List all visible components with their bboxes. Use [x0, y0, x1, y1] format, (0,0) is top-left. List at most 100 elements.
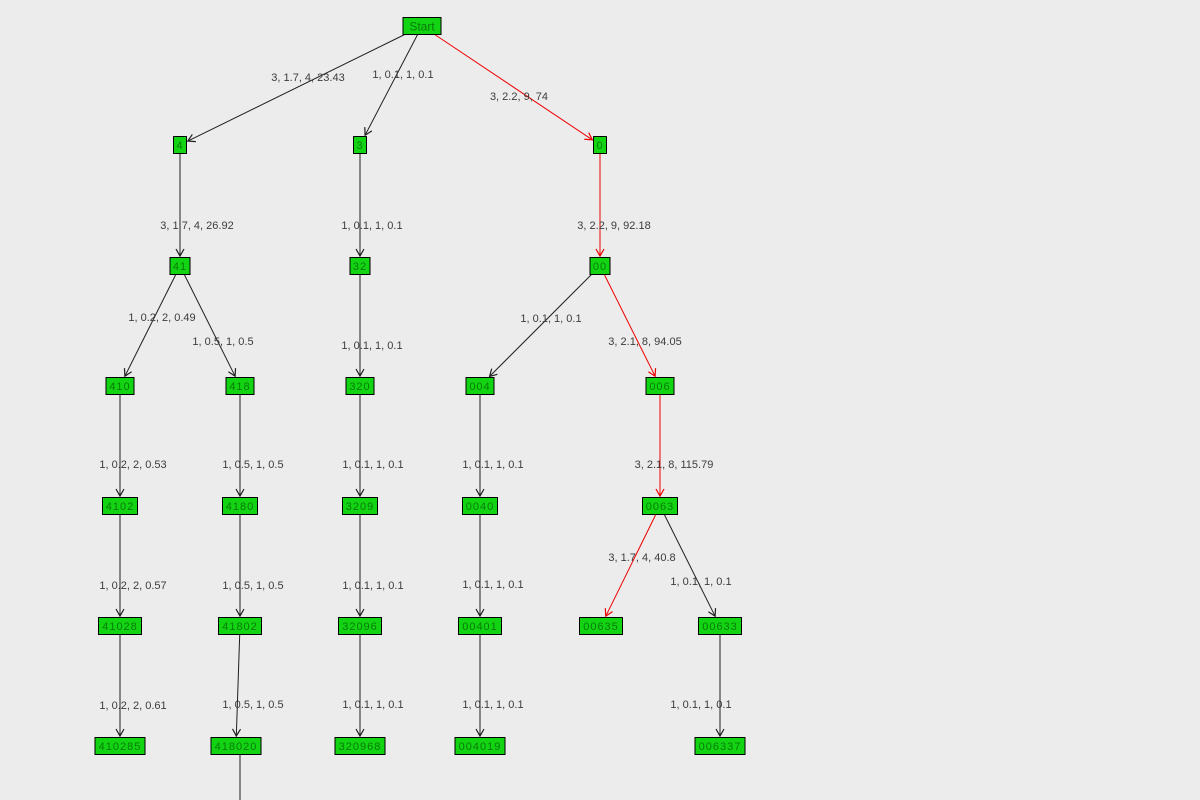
- tree-node-label: 004: [469, 381, 490, 393]
- tree-edge-Start-3: [364, 34, 419, 137]
- edge-label-418-4180: 1, 0.5, 1, 0.5: [222, 459, 283, 471]
- tree-node-label: 0040: [466, 501, 494, 513]
- tree-node-label: 00633: [702, 621, 738, 633]
- tree-node-box[interactable]: [645, 377, 675, 395]
- tree-edge-41-410: [123, 274, 177, 378]
- tree-node-4102[interactable]: 4102: [102, 497, 138, 515]
- tree-edge-0063-00635: [604, 514, 657, 618]
- tree-node-004[interactable]: 004: [465, 377, 495, 395]
- tree-node-41028[interactable]: 41028: [98, 617, 142, 635]
- tree-node-320968[interactable]: 320968: [334, 737, 386, 755]
- tree-node-410285[interactable]: 410285: [94, 737, 146, 755]
- tree-edge-0063-00633: [663, 514, 717, 618]
- tree-node-label: 006: [649, 381, 670, 393]
- tree-node-box[interactable]: [225, 377, 255, 395]
- tree-node-label: 418: [229, 381, 250, 393]
- tree-node-410[interactable]: 410: [105, 377, 135, 395]
- tree-node-box[interactable]: [349, 257, 371, 275]
- tree-node-box[interactable]: [465, 377, 495, 395]
- tree-node-00[interactable]: 00: [589, 257, 611, 275]
- tree-node-box[interactable]: [353, 136, 367, 154]
- edge-label-00-006: 3, 2.1, 8, 94.05: [608, 336, 681, 348]
- tree-node-box[interactable]: [579, 617, 623, 635]
- tree-edge-41802-418020: [232, 634, 242, 738]
- edge-label-00401-004019: 1, 0.1, 1, 0.1: [462, 699, 523, 711]
- tree-node-00635[interactable]: 00635: [579, 617, 623, 635]
- tree-node-box[interactable]: [458, 617, 502, 635]
- tree-node-0[interactable]: 0: [593, 136, 607, 154]
- edge-label-41-410: 1, 0.2, 2, 0.49: [128, 312, 195, 324]
- tree-node-box[interactable]: [402, 17, 442, 35]
- tree-node-0063[interactable]: 0063: [642, 497, 678, 515]
- tree-node-box[interactable]: [462, 497, 498, 515]
- tree-node-41[interactable]: 41: [169, 257, 191, 275]
- tree-node-label: 0: [596, 140, 603, 152]
- tree-node-32096[interactable]: 32096: [338, 617, 382, 635]
- tree-node-box[interactable]: [218, 617, 262, 635]
- tree-node-label: 41802: [222, 621, 258, 633]
- edge-label-00-004: 1, 0.1, 1, 0.1: [520, 313, 581, 325]
- tree-node-00401[interactable]: 00401: [458, 617, 502, 635]
- tree-node-box[interactable]: [345, 377, 375, 395]
- tree-node-32[interactable]: 32: [349, 257, 371, 275]
- tree-node-320[interactable]: 320: [345, 377, 375, 395]
- tree-node-label: 410: [109, 381, 130, 393]
- edge-label-41-418: 1, 0.5, 1, 0.5: [192, 336, 253, 348]
- edge-label-41802-418020: 1, 0.5, 1, 0.5: [222, 699, 283, 711]
- edge-label-320-3209: 1, 0.1, 1, 0.1: [342, 459, 403, 471]
- tree-node-label: 006337: [699, 741, 742, 753]
- tree-node-41802[interactable]: 41802: [218, 617, 262, 635]
- tree-node-box[interactable]: [169, 257, 191, 275]
- tree-node-label: 320968: [339, 741, 382, 753]
- tree-node-4180[interactable]: 4180: [222, 497, 258, 515]
- tree-node-box[interactable]: [589, 257, 611, 275]
- tree-node-box[interactable]: [173, 136, 187, 154]
- tree-node-box[interactable]: [698, 617, 742, 635]
- node-layer: Start 4 3 0 41 32 00 410 418 320 004 006 4102 4180 320…: [94, 17, 746, 755]
- tree-edge-00-004: [488, 274, 592, 378]
- tree-edge-41-418: [183, 274, 237, 378]
- tree-node-label: Start: [409, 20, 435, 34]
- tree-node-box[interactable]: [94, 737, 146, 755]
- tree-node-box[interactable]: [210, 737, 262, 755]
- edge-label-Start-0: 3, 2.2, 9, 74: [490, 91, 548, 103]
- tree-node-00633[interactable]: 00633: [698, 617, 742, 635]
- tree-node-box[interactable]: [338, 617, 382, 635]
- tree-node-006[interactable]: 006: [645, 377, 675, 395]
- tree-node-label: 00401: [462, 621, 498, 633]
- edge-label-32-320: 1, 0.1, 1, 0.1: [341, 340, 402, 352]
- edge-label-4180-41802: 1, 0.5, 1, 0.5: [222, 580, 283, 592]
- tree-node-0040[interactable]: 0040: [462, 497, 498, 515]
- tree-node-box[interactable]: [642, 497, 678, 515]
- edge-label-3209-32096: 1, 0.1, 1, 0.1: [342, 580, 403, 592]
- tree-node-Start[interactable]: Start: [402, 17, 442, 35]
- tree-edge-Start-4: [186, 34, 405, 143]
- edge-layer: [115, 34, 725, 800]
- tree-node-label: 32: [353, 261, 367, 273]
- tree-node-3[interactable]: 3: [353, 136, 367, 154]
- edge-label-0040-00401: 1, 0.1, 1, 0.1: [462, 579, 523, 591]
- tree-node-box[interactable]: [454, 737, 506, 755]
- tree-node-418[interactable]: 418: [225, 377, 255, 395]
- tree-edge-Start-0: [434, 34, 594, 141]
- tree-node-box[interactable]: [102, 497, 138, 515]
- tree-node-418020[interactable]: 418020: [210, 737, 262, 755]
- tree-node-label: 004019: [459, 741, 502, 753]
- edge-label-4102-41028: 1, 0.2, 2, 0.57: [99, 580, 166, 592]
- tree-node-006337[interactable]: 006337: [694, 737, 746, 755]
- tree-node-box[interactable]: [593, 136, 607, 154]
- edge-label-4-41: 3, 1.7, 4, 26.92: [160, 220, 233, 232]
- tree-node-box[interactable]: [105, 377, 135, 395]
- tree-node-004019[interactable]: 004019: [454, 737, 506, 755]
- tree-node-box[interactable]: [98, 617, 142, 635]
- edge-label-410-4102: 1, 0.2, 2, 0.53: [99, 459, 166, 471]
- tree-node-box[interactable]: [222, 497, 258, 515]
- tree-node-box[interactable]: [342, 497, 378, 515]
- tree-node-box[interactable]: [694, 737, 746, 755]
- tree-node-3209[interactable]: 3209: [342, 497, 378, 515]
- edge-label-00633-006337: 1, 0.1, 1, 0.1: [670, 699, 731, 711]
- tree-node-box[interactable]: [334, 737, 386, 755]
- tree-node-4[interactable]: 4: [173, 136, 187, 154]
